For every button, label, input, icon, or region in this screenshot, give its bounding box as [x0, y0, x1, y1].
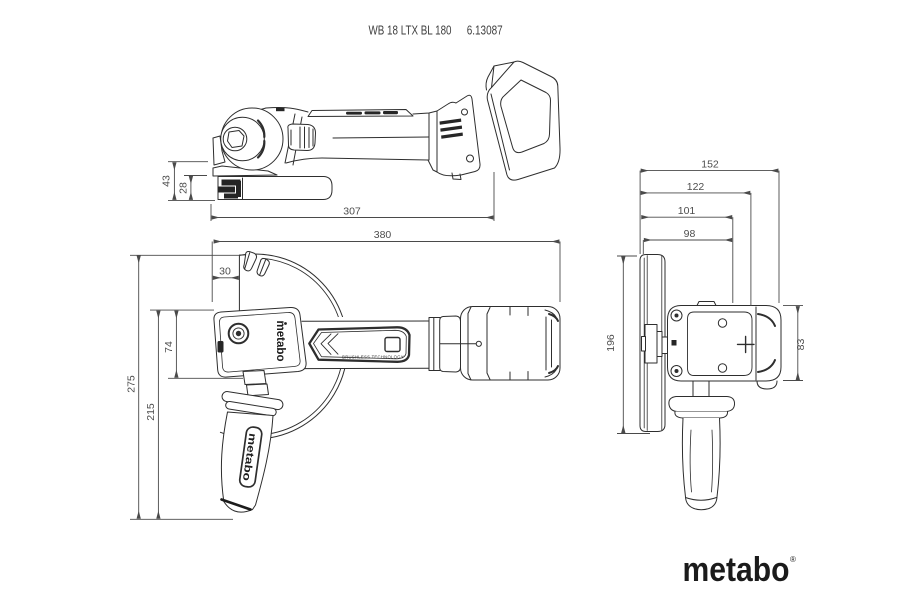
- svg-text:152: 152: [701, 159, 719, 171]
- svg-text:275: 275: [126, 375, 138, 393]
- svg-text:307: 307: [343, 206, 361, 218]
- svg-text:43: 43: [161, 175, 173, 187]
- svg-text:122: 122: [687, 181, 705, 193]
- svg-text:196: 196: [605, 334, 617, 352]
- svg-text:380: 380: [374, 229, 392, 241]
- svg-text:WB 18 LTX BL 180: WB 18 LTX BL 180: [369, 23, 452, 38]
- svg-text:215: 215: [145, 403, 157, 421]
- svg-text:30: 30: [219, 266, 231, 278]
- svg-text:101: 101: [678, 205, 696, 217]
- svg-text:83: 83: [795, 339, 807, 351]
- svg-text:metabo: metabo: [274, 321, 288, 362]
- svg-text:metabo: metabo: [683, 551, 790, 589]
- svg-text:BRUSHLESS TECHNOLOGY: BRUSHLESS TECHNOLOGY: [342, 355, 404, 360]
- svg-text:6.13087: 6.13087: [467, 23, 503, 38]
- svg-text:28: 28: [178, 182, 190, 194]
- svg-text:®: ®: [790, 555, 796, 564]
- svg-text:74: 74: [163, 341, 175, 353]
- svg-text:98: 98: [684, 228, 696, 240]
